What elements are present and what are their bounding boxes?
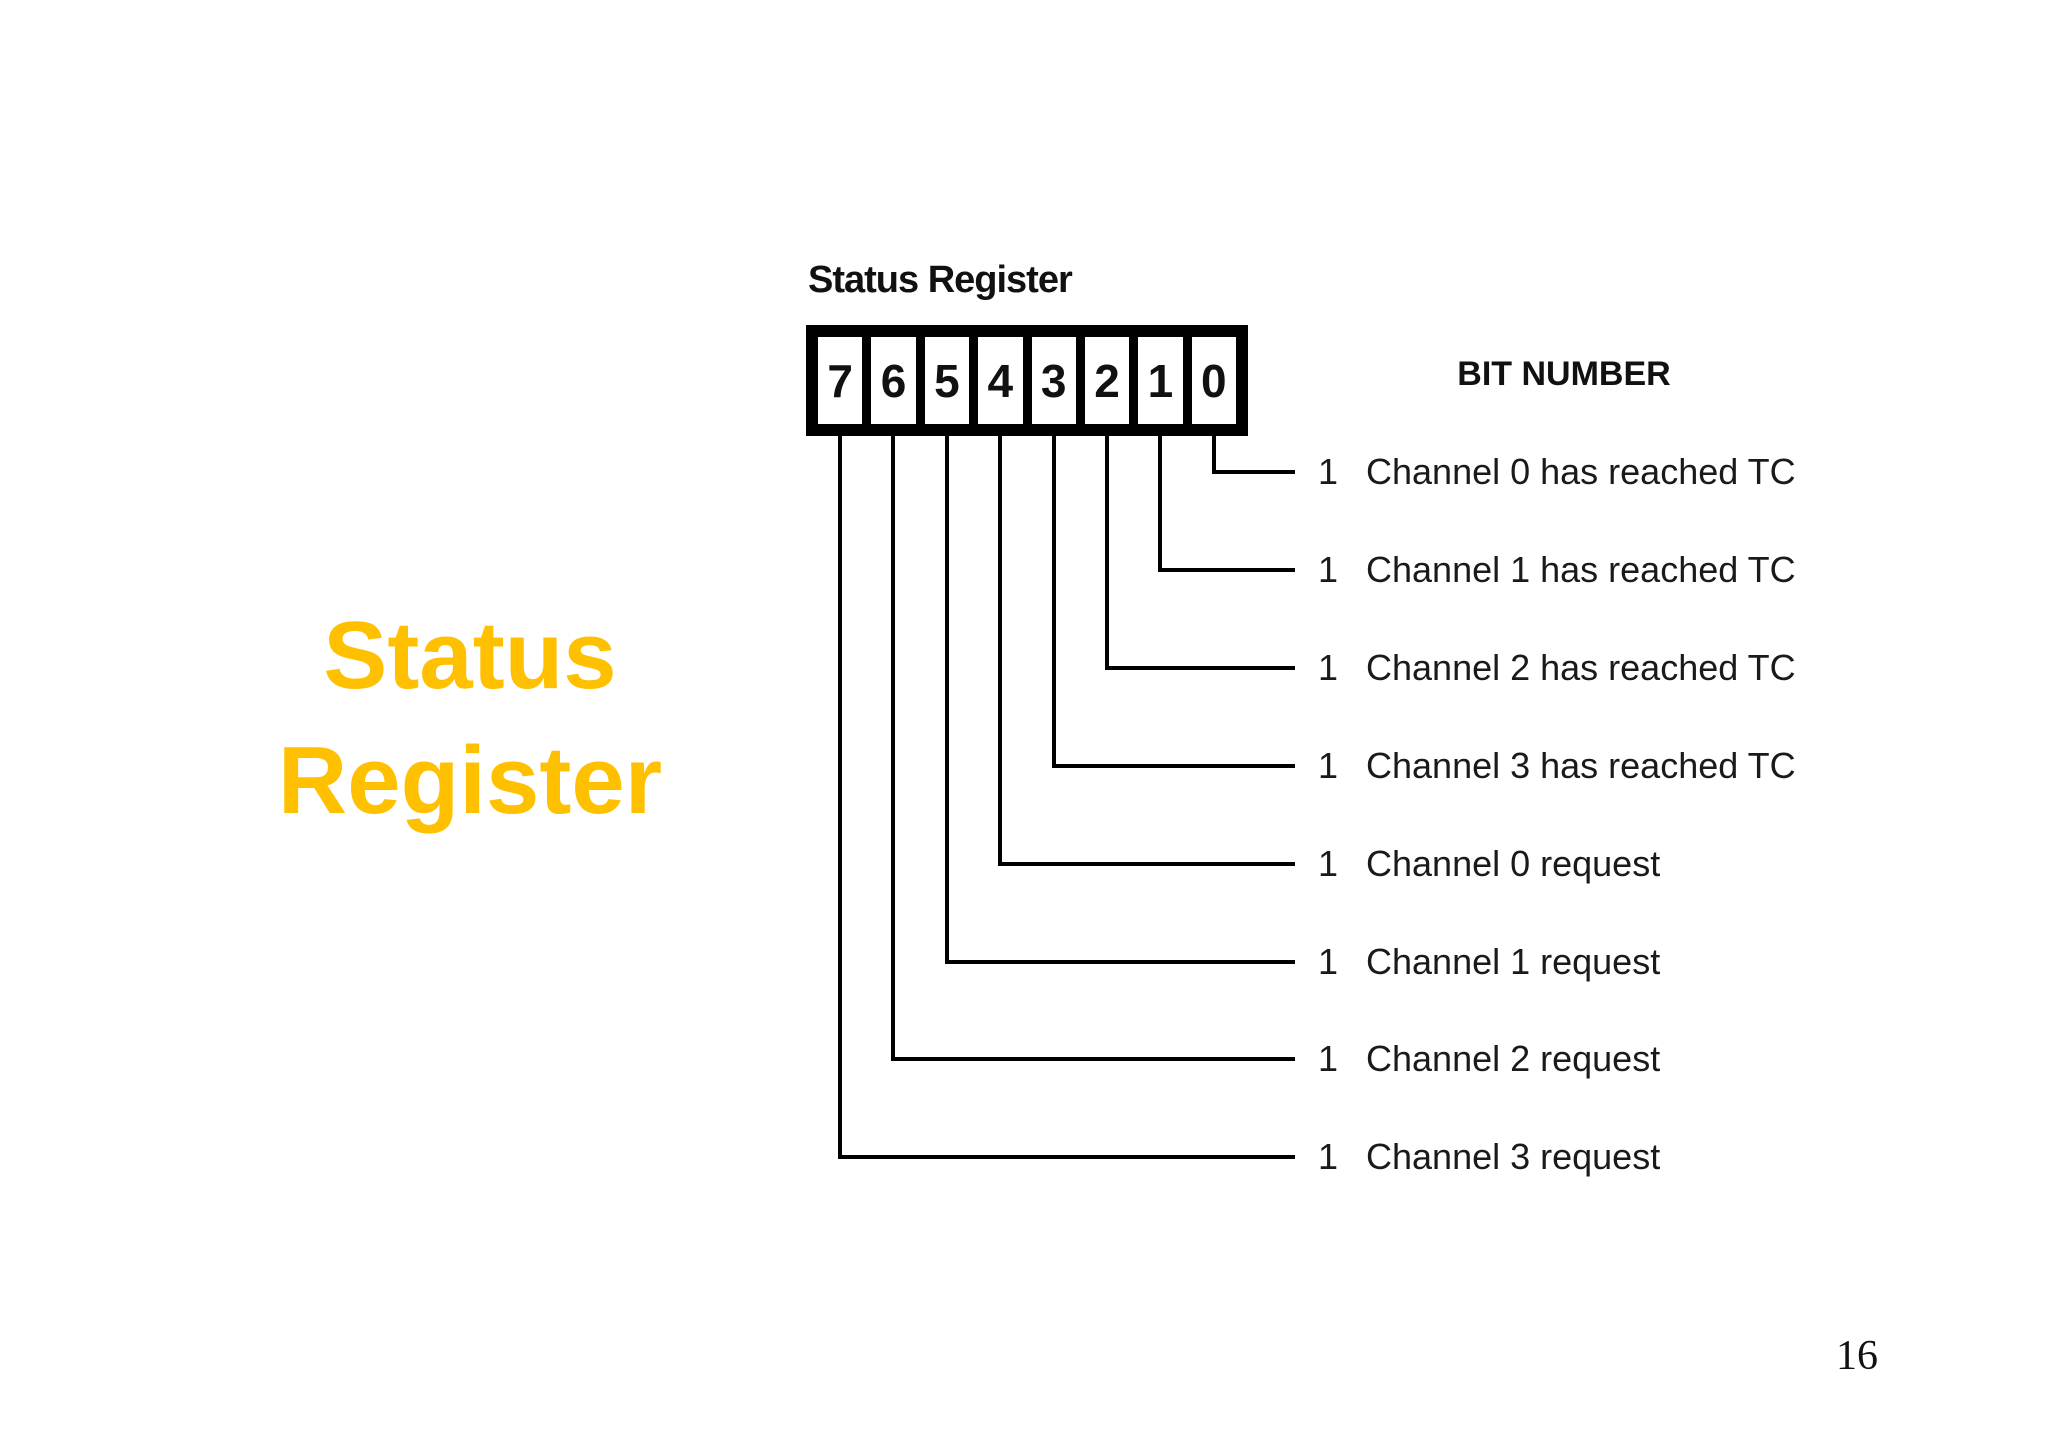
bit-value: 1	[1317, 1038, 1339, 1079]
slide-title-line-2: Register	[277, 727, 663, 834]
bit-number-label: 1	[1147, 354, 1174, 407]
page-number: 16	[1836, 1333, 1878, 1379]
bit-number-label: 5	[934, 354, 960, 407]
bit-description: Channel 3 request	[1366, 1136, 1661, 1177]
bit-description: Channel 1 has reached TC	[1366, 549, 1796, 590]
bit-number-label: 0	[1201, 354, 1227, 407]
bit-number-label: 3	[1040, 354, 1067, 407]
bit-value: 1	[1317, 745, 1339, 786]
bit-cell-6: 6	[871, 337, 916, 424]
bit-description: Channel 0 has reached TC	[1366, 451, 1796, 492]
bit-cell-1: 1	[1138, 337, 1183, 424]
connector-horizontal-line	[1052, 764, 1295, 768]
bit-number-label: 4	[987, 354, 1014, 407]
bit-value: 1	[1317, 451, 1339, 492]
bit-value: 1	[1317, 843, 1339, 884]
connector-horizontal-line	[891, 1057, 1295, 1061]
bit-value: 1	[1317, 941, 1339, 982]
bit-number-label: 7	[827, 354, 853, 407]
connector-vertical-line	[891, 434, 895, 1061]
connector-horizontal-line	[1105, 666, 1295, 670]
bit-value: 1	[1317, 549, 1339, 590]
bit-number-header: BIT NUMBER	[1457, 355, 1671, 393]
connector-vertical-line	[1052, 434, 1056, 768]
bit-cell-7: 7	[818, 337, 863, 424]
connector-horizontal-line	[838, 1155, 1295, 1159]
bit-number-label: 6	[880, 354, 907, 407]
connector-vertical-line	[945, 434, 949, 964]
connector-vertical-line	[1212, 434, 1216, 474]
connector-horizontal-line	[945, 960, 1295, 964]
connector-vertical-line	[1105, 434, 1109, 670]
bit-cell-3: 3	[1031, 337, 1076, 424]
bit-cell-5: 5	[924, 337, 970, 424]
bit-cell-4: 4	[978, 337, 1023, 424]
bit-description: Channel 2 request	[1366, 1038, 1661, 1079]
connector-horizontal-line	[998, 862, 1295, 866]
bit-value: 1	[1317, 647, 1339, 688]
bit-description: Channel 0 request	[1366, 843, 1661, 884]
bit-cell-0: 0	[1191, 337, 1236, 424]
bit-description: Channel 1 request	[1366, 941, 1661, 982]
connector-vertical-line	[1158, 434, 1162, 572]
connector-horizontal-line	[1158, 568, 1295, 572]
bit-description: Channel 3 has reached TC	[1366, 745, 1796, 786]
slide-title-line-1: Status	[323, 602, 617, 709]
connector-horizontal-line	[1212, 470, 1295, 474]
connector-vertical-line	[998, 434, 1002, 866]
bit-number-label: 2	[1094, 354, 1120, 407]
bit-cell-2: 2	[1084, 337, 1130, 424]
register-diagram-heading: Status Register	[808, 259, 1073, 301]
slide-title: Status Register	[170, 593, 770, 843]
connector-vertical-line	[838, 434, 842, 1159]
bit-value: 1	[1317, 1136, 1339, 1177]
bit-description: Channel 2 has reached TC	[1366, 647, 1796, 688]
